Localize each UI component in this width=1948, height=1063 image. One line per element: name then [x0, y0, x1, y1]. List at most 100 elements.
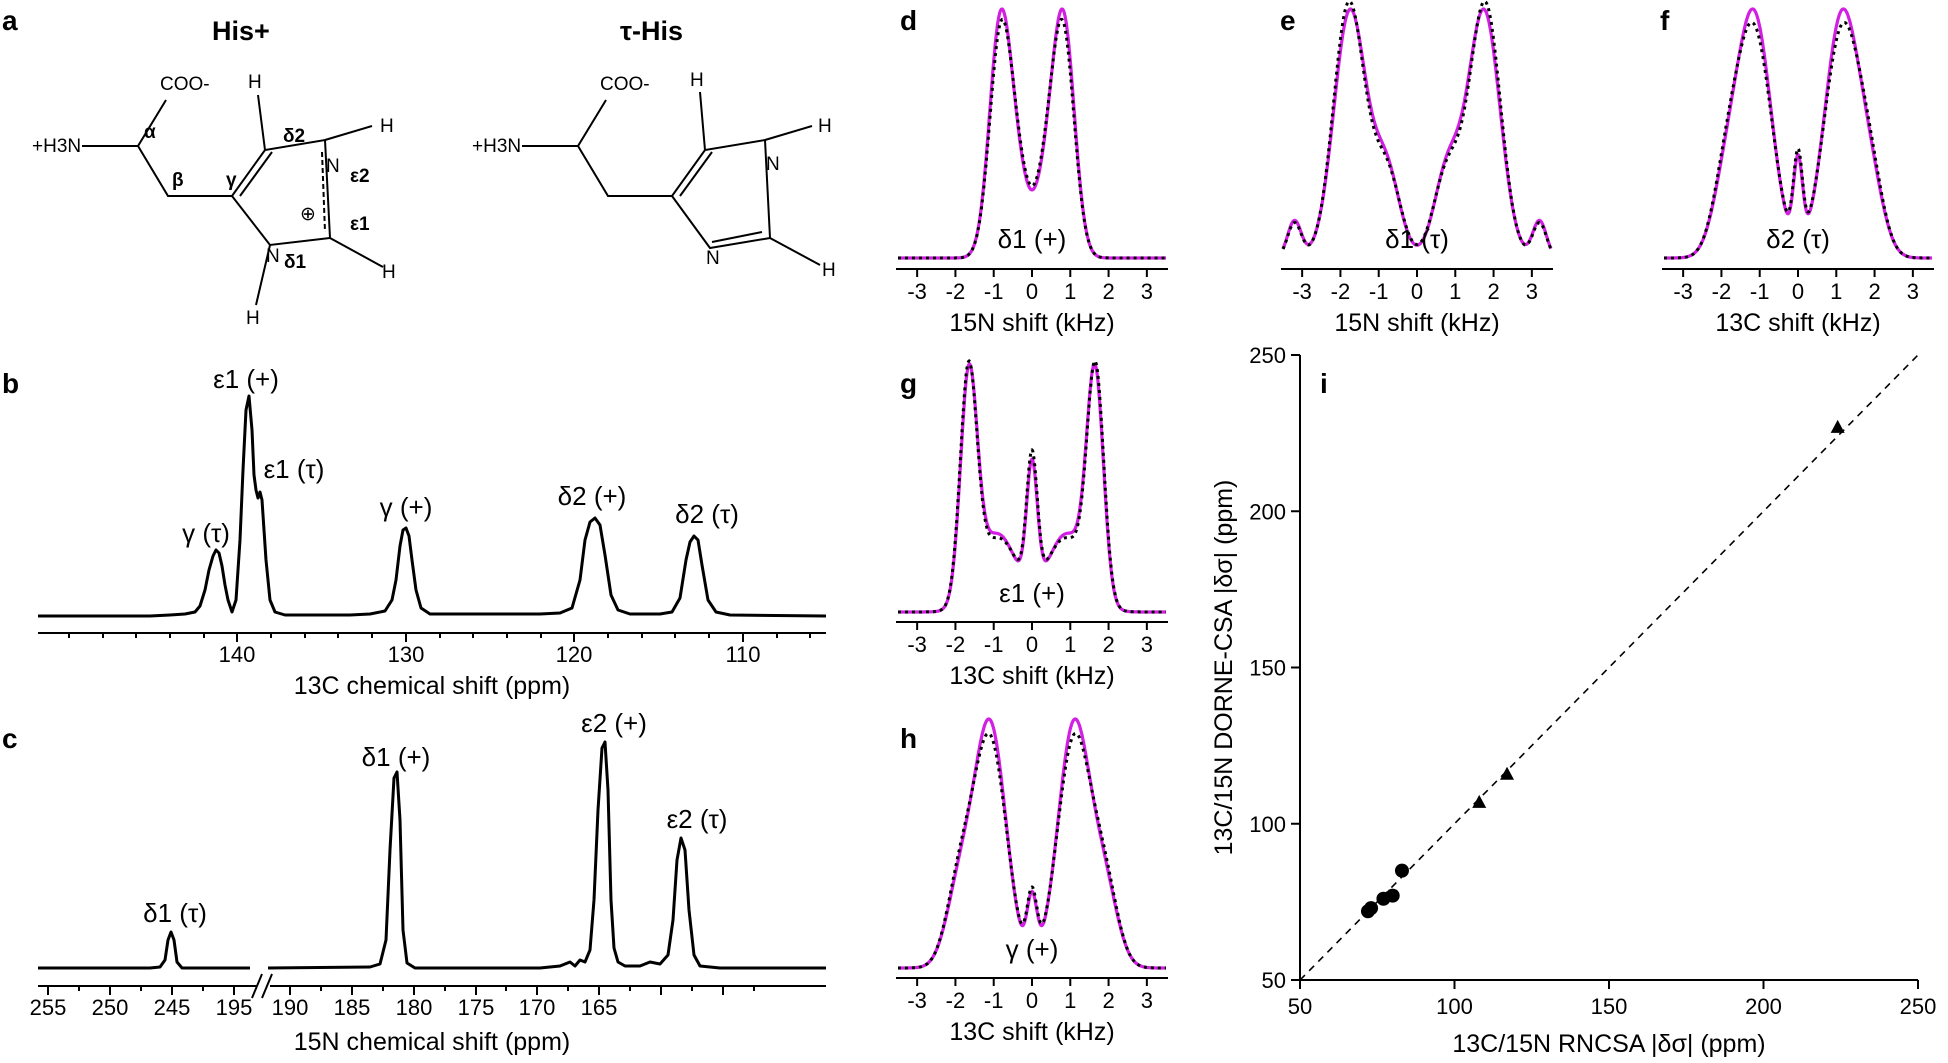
simulated-lineshape: [1281, 7, 1553, 250]
tau-his-structure: +H3N COO- N N H H H: [472, 70, 836, 281]
lineshape-tick-label: 2: [1102, 988, 1114, 1013]
his-plus-amine: +H3N: [32, 136, 81, 157]
his-plus-carboxylate: COO-: [160, 74, 210, 95]
lineshape-tick-label: 2: [1102, 632, 1114, 657]
lineshape-tick-label: 1: [1830, 279, 1842, 304]
scatter-x-tick-label: 200: [1745, 994, 1782, 1019]
positive-charge-icon: ⊕: [300, 204, 316, 225]
experimental-lineshape: [897, 359, 1167, 614]
lineshape-tick-label: 2: [1102, 279, 1114, 304]
tau-his-h-epsilon1: H: [822, 260, 836, 281]
15n-tick-label: 180: [396, 995, 433, 1020]
15n-tick-label: 190: [272, 995, 309, 1020]
experimental-lineshape: [897, 731, 1167, 970]
tau-his-n-delta1: N: [706, 248, 720, 269]
experimental-lineshape: [1281, 0, 1553, 250]
scatter-y-tick-label: 50: [1262, 968, 1286, 993]
scatter-y-tick-label: 250: [1249, 343, 1286, 368]
panel-label-g: g: [900, 368, 917, 399]
axis-break-icon: [251, 973, 273, 999]
tau-his-n-epsilon2: N: [766, 154, 780, 175]
panel-label-c: c: [2, 723, 18, 754]
tau-his-amine: +H3N: [472, 136, 521, 157]
scatter-x-axis-label: 13C/15N RNCSA |δσ| (ppm): [1452, 1030, 1765, 1058]
simulated-lineshape: [1663, 7, 1933, 260]
lineshape-x-axis-label: 15N shift (kHz): [1334, 309, 1499, 337]
lineshape-tick-label: 0: [1792, 279, 1804, 304]
15n-tick-label: 245: [154, 995, 191, 1020]
lineshape-tick-label: -2: [946, 279, 966, 304]
lineshape-tick-label: -3: [1673, 279, 1693, 304]
lineshape-tick-label: 3: [1141, 988, 1153, 1013]
peak-label: γ (+): [380, 492, 433, 522]
lineshape-tick-label: 3: [1526, 279, 1538, 304]
his-plus-h-epsilon2: H: [380, 116, 394, 137]
scatter-y-tick-label: 150: [1249, 656, 1286, 681]
peak-label: ε2 (+): [581, 708, 647, 738]
peak-label: ε2 (τ): [667, 804, 728, 834]
his-plus-structure: +H3N COO- α β γ δ2 ε2 ε1 δ1 N N H H H H …: [32, 72, 396, 329]
peak-label: γ (τ): [182, 518, 230, 548]
lineshape-tick-label: -2: [946, 632, 966, 657]
panel-b: b 140 130 120 110 13C chemical shift (pp…: [2, 364, 827, 700]
lineshape-tick-label: 1: [1064, 632, 1076, 657]
scatter-point-triangle: [1472, 794, 1487, 808]
15n-tick-label: 250: [92, 995, 129, 1020]
lineshape-tick-label: 2: [1487, 279, 1499, 304]
lineshape-x-axis-label: 13C shift (kHz): [949, 1018, 1114, 1046]
lineshape-tick-label: -2: [946, 988, 966, 1013]
label-gamma: γ: [226, 170, 237, 191]
panel-label-d: d: [900, 5, 917, 36]
15n-x-ticks: [47, 986, 755, 995]
lineshape-tick-label: 1: [1064, 988, 1076, 1013]
15n-x-axis-label: 15N chemical shift (ppm): [294, 1028, 570, 1056]
lineshape-tick-label: 3: [1141, 279, 1153, 304]
lineshape-site-label: δ1 (+): [998, 224, 1067, 254]
identity-line: [1299, 354, 1919, 981]
tau-his-h-epsilon2: H: [818, 116, 832, 137]
simulated-lineshape: [897, 362, 1167, 614]
peak-label: δ1 (+): [362, 742, 431, 772]
label-epsilon2: ε2: [350, 166, 370, 187]
15n-spectrum-trace: [38, 740, 826, 970]
scatter-x-tick-label: 100: [1436, 994, 1473, 1019]
his-plus-h-epsilon1: H: [382, 262, 396, 283]
scatter-point-circle: [1385, 888, 1400, 903]
15n-tick-label: 175: [458, 995, 495, 1020]
lineshape-x-axis-label: 15N shift (kHz): [949, 309, 1114, 337]
label-epsilon1: ε1: [350, 214, 370, 235]
lineshape-tick-label: -2: [1712, 279, 1732, 304]
13c-tick-label: 110: [725, 642, 760, 667]
panel-c: c 255 250 245 195 190 185 180 175 170 16…: [2, 708, 826, 1056]
label-delta1: δ1: [284, 252, 307, 273]
13c-x-axis-label: 13C chemical shift (ppm): [294, 672, 570, 700]
tau-his-title: τ-His: [620, 16, 683, 46]
scatter-y-tick-label: 100: [1249, 812, 1286, 837]
panel-label-e: e: [1280, 5, 1296, 36]
lineshape-tick-label: 1: [1064, 279, 1076, 304]
15n-tick-label: 185: [334, 995, 371, 1020]
lineshape-tick-label: 1: [1449, 279, 1461, 304]
13c-spectrum-trace: [38, 394, 827, 618]
lineshape-site-label: δ2 (τ): [1766, 224, 1830, 254]
simulated-lineshape: [897, 717, 1167, 970]
lineshape-site-label: δ1 (τ): [1385, 224, 1449, 254]
label-beta: β: [172, 170, 184, 191]
lineshape-tick-label: -2: [1331, 279, 1351, 304]
lineshape-tick-label: 0: [1026, 988, 1038, 1013]
panel-label-f: f: [1660, 5, 1670, 36]
his-plus-title: His+: [212, 16, 270, 46]
panel-label-h: h: [900, 723, 917, 754]
scatter-point-circle: [1394, 863, 1409, 878]
label-delta2: δ2: [283, 126, 305, 147]
experimental-lineshape: [1663, 21, 1933, 260]
lineshape-tick-label: -1: [1750, 279, 1770, 304]
scatter-y-axis-label: 13C/15N DORNE-CSA |δσ| (ppm): [1210, 480, 1238, 856]
scatter-x-tick-label: 250: [1900, 994, 1937, 1019]
lineshape-site-label: ε1 (+): [999, 578, 1065, 608]
his-plus-h-delta1: H: [246, 308, 260, 329]
